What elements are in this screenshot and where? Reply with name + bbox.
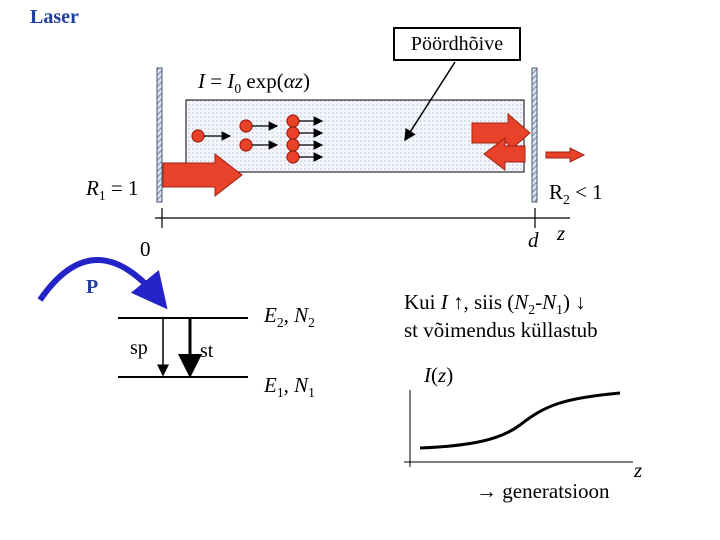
saturation-note-line1: Kui I ↑, siis (N2-N1) ↓ [404, 290, 586, 318]
graph-x-label: z [634, 458, 643, 482]
intensity-formula: I = I0 exp(αz) [198, 69, 310, 97]
intensity-curve [419, 391, 621, 450]
callout-inversion: Pöördhõive [393, 27, 521, 61]
page-title: Laser [30, 6, 79, 28]
axis-origin-label: 0 [140, 237, 151, 261]
mirror-right [531, 67, 538, 203]
pump-arrow [37, 257, 168, 310]
photon [286, 138, 300, 152]
graph-y-label: I(z) [424, 363, 454, 387]
red-arrow-input [162, 152, 243, 198]
saturation-note-line2: st võimendus küllastub [404, 318, 598, 342]
generation-note: → generatsioon [476, 479, 610, 503]
callout-arrow [404, 61, 456, 142]
photon [286, 150, 300, 164]
level-lower-label: E1, N1 [264, 373, 315, 401]
pump-label: P [86, 276, 99, 298]
axis-z-label: z [557, 221, 566, 245]
photon [239, 138, 253, 152]
photon [286, 114, 300, 128]
stimulated-label: st [200, 340, 214, 362]
red-arrow-forward [471, 112, 531, 154]
red-arrow-output [545, 147, 586, 163]
axis-d-label: d [528, 228, 539, 252]
photon-cascade [191, 114, 324, 164]
photon [286, 126, 300, 140]
photon [239, 119, 253, 133]
red-arrow-back [483, 136, 526, 172]
mirror-left [156, 67, 163, 203]
spontaneous-label: sp [130, 337, 148, 359]
photon [191, 129, 205, 143]
mirror-right-label: R2 < 1 [549, 180, 603, 208]
mirror-left-label: R1 = 1 [86, 176, 139, 204]
level-upper-label: E2, N2 [264, 303, 315, 331]
